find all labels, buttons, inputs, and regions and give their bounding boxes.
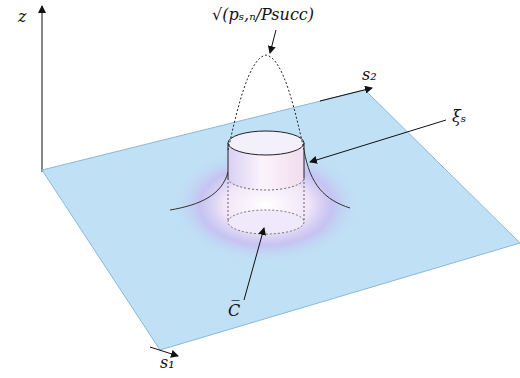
- axis-label: z: [18, 8, 26, 26]
- tail-left: [170, 172, 228, 210]
- dotted-bump: [228, 55, 304, 150]
- leader: [244, 228, 264, 300]
- curve-label: ξₛ: [452, 108, 466, 126]
- region-label: C̅: [228, 302, 240, 320]
- cylinder-hidden: [228, 178, 304, 190]
- formula-label: √(pₛ,ₙ/Psucc): [212, 6, 314, 24]
- cylinder-hidden: [228, 178, 229, 222]
- axis-label: s₁: [160, 354, 175, 372]
- base-disk: [228, 210, 304, 234]
- cylinder-hidden: [304, 178, 305, 222]
- leader: [310, 120, 446, 162]
- tail-right: [304, 150, 350, 208]
- plane: [42, 90, 520, 350]
- s2-axis: [320, 88, 372, 101]
- leader: [270, 30, 276, 53]
- cylinder-top: [228, 131, 304, 155]
- z-axis: [42, 6, 43, 172]
- axis-label: s₂: [362, 66, 377, 84]
